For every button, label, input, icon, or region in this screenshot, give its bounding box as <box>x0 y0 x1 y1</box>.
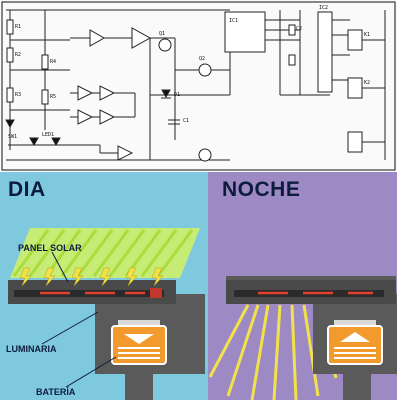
part-label: IC2 <box>319 5 328 11</box>
part-label: LED1 <box>42 132 54 138</box>
part-label: C1 <box>183 118 189 124</box>
battery-label: BATERÍA <box>36 387 76 397</box>
part-label: K1 <box>364 32 370 38</box>
day-title: DIA <box>8 178 46 201</box>
night-panel: NOCHE <box>208 172 397 400</box>
battery <box>111 325 167 365</box>
callout-lines <box>41 251 117 388</box>
battery-charge-arrow <box>124 334 154 344</box>
part-label: D1 <box>174 92 180 98</box>
schematic-part-labels: R1 R2 R3 R4 R5 C1 C2 D1 Q1 Q2 IC1 IC2 K1… <box>8 5 370 140</box>
schematic-drawing: R1 R2 R3 R4 R5 C1 C2 D1 Q1 Q2 IC1 IC2 K1… <box>1 1 396 171</box>
part-label: R1 <box>15 24 21 30</box>
battery-terminal <box>334 320 376 326</box>
solar-panel-label: PANEL SOLAR <box>18 243 82 253</box>
part-label: R5 <box>50 94 56 100</box>
part-label: C2 <box>296 26 302 32</box>
circuit-schematic: R1 R2 R3 R4 R5 C1 C2 D1 Q1 Q2 IC1 IC2 K1… <box>0 0 397 172</box>
part-label: SW1 <box>8 134 17 140</box>
part-label: R4 <box>50 59 56 65</box>
battery-discharge-arrow <box>340 332 370 342</box>
charge-indicator <box>150 288 162 298</box>
battery-stripes <box>118 347 160 359</box>
part-label: R2 <box>15 52 21 58</box>
solar-panel-stripes <box>12 229 194 277</box>
battery-stripes <box>334 347 376 359</box>
battery-terminal <box>118 320 160 326</box>
battery <box>327 325 383 365</box>
sunlight-bolts <box>19 267 164 287</box>
day-panel: DIA PANEL SOLAR LUMINARIA BATERÍA <box>0 172 208 400</box>
part-label: Q1 <box>159 31 165 37</box>
night-illustration <box>208 276 397 400</box>
part-label: R3 <box>15 92 21 98</box>
part-label: Q2 <box>199 56 205 62</box>
part-label: IC1 <box>229 18 238 24</box>
part-label: K2 <box>364 80 370 86</box>
night-title: NOCHE <box>222 178 301 201</box>
day-illustration <box>8 228 205 400</box>
lamp-label: LUMINARIA <box>6 344 57 354</box>
solar-panel <box>226 276 396 280</box>
